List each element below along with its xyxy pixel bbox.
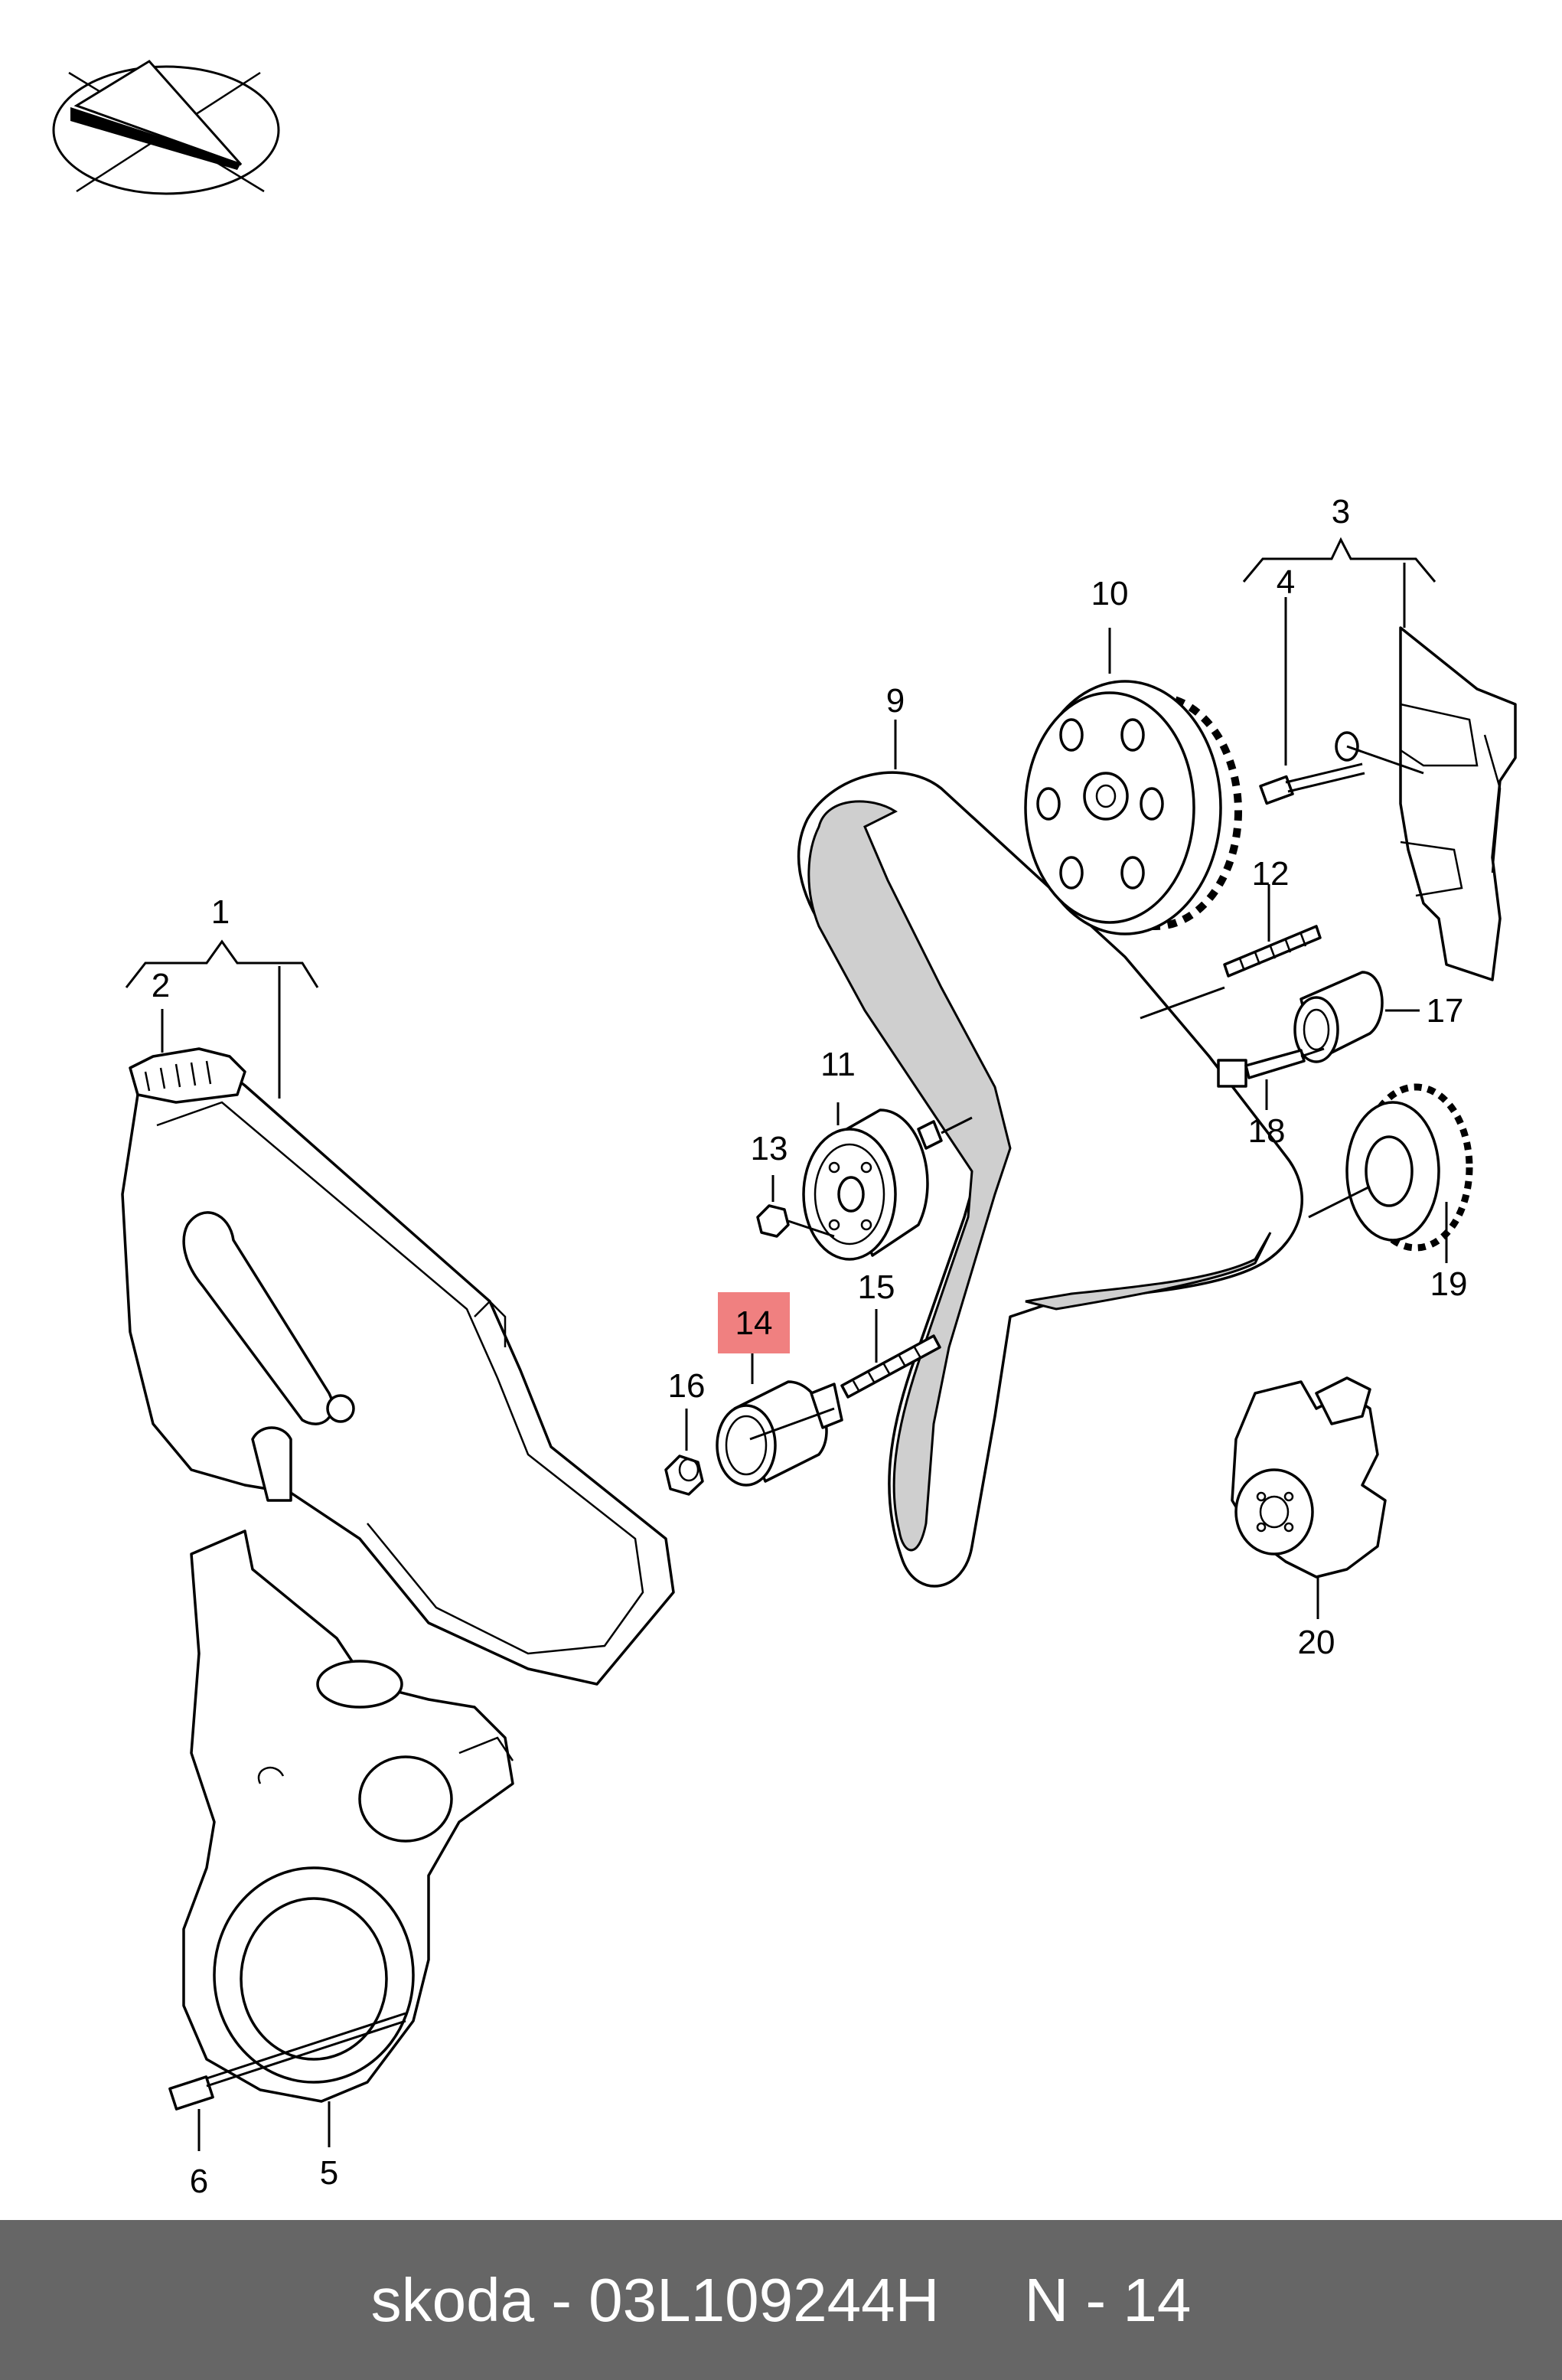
stud-12 <box>1140 884 1322 1020</box>
camshaft-sprocket <box>1024 628 1242 935</box>
tensioner-roller <box>788 1102 973 1261</box>
bracket-1 <box>125 939 319 1099</box>
bolt-6 <box>168 2012 406 2151</box>
callout-labels: 1 2 3 4 5 6 9 10 11 12 13 14 15 16 17 18… <box>152 493 1468 2200</box>
parts-diagram: 1 2 3 4 5 6 9 10 11 12 13 14 15 16 17 18… <box>52 60 1517 2200</box>
clip-2 <box>129 1047 246 1104</box>
upper-timing-cover <box>121 1047 675 1686</box>
stud-15 <box>840 1309 941 1399</box>
bolt-4 <box>1259 731 1424 805</box>
callout-18: 18 <box>1248 1112 1286 1150</box>
footer-bar: skoda - 03L109244H N - 14 <box>0 2220 1562 2380</box>
callout-9: 9 <box>886 682 905 720</box>
callout-16: 16 <box>668 1367 706 1405</box>
callout-2: 2 <box>152 967 170 1004</box>
timing-belt <box>797 720 1304 1588</box>
callout-10: 10 <box>1091 575 1129 612</box>
idler-roller-14 <box>716 1340 843 1487</box>
callout-15: 15 <box>858 1268 895 1306</box>
lower-timing-cover <box>182 1530 514 2103</box>
callout-19: 19 <box>1430 1265 1468 1303</box>
rear-cover <box>1399 626 1517 981</box>
callout-14: 14 <box>735 1304 773 1342</box>
water-pump <box>1231 1376 1387 1619</box>
bolt-18 <box>1217 1047 1325 1110</box>
callout-6: 6 <box>190 2163 208 2200</box>
part-number-caption: skoda - 03L109244H N - 14 <box>370 2265 1192 2334</box>
callout-4: 4 <box>1277 563 1295 601</box>
callout-17: 17 <box>1427 992 1464 1030</box>
callout-1: 1 <box>211 893 230 931</box>
callout-11: 11 <box>820 1046 856 1083</box>
highlight-box-14 <box>718 1292 790 1353</box>
callout-12: 12 <box>1252 855 1290 893</box>
callout-13: 13 <box>751 1130 788 1167</box>
callout-3: 3 <box>1332 493 1350 531</box>
sleeve-17 <box>1293 971 1420 1063</box>
callout-20: 20 <box>1298 1624 1335 1661</box>
compass-arrow-logo <box>52 60 280 195</box>
nut-16 <box>664 1409 704 1496</box>
nut-13 <box>756 1175 790 1238</box>
bracket-3 <box>1242 537 1436 766</box>
callout-5: 5 <box>320 2154 338 2192</box>
crankshaft-sprocket <box>1308 1083 1473 1263</box>
